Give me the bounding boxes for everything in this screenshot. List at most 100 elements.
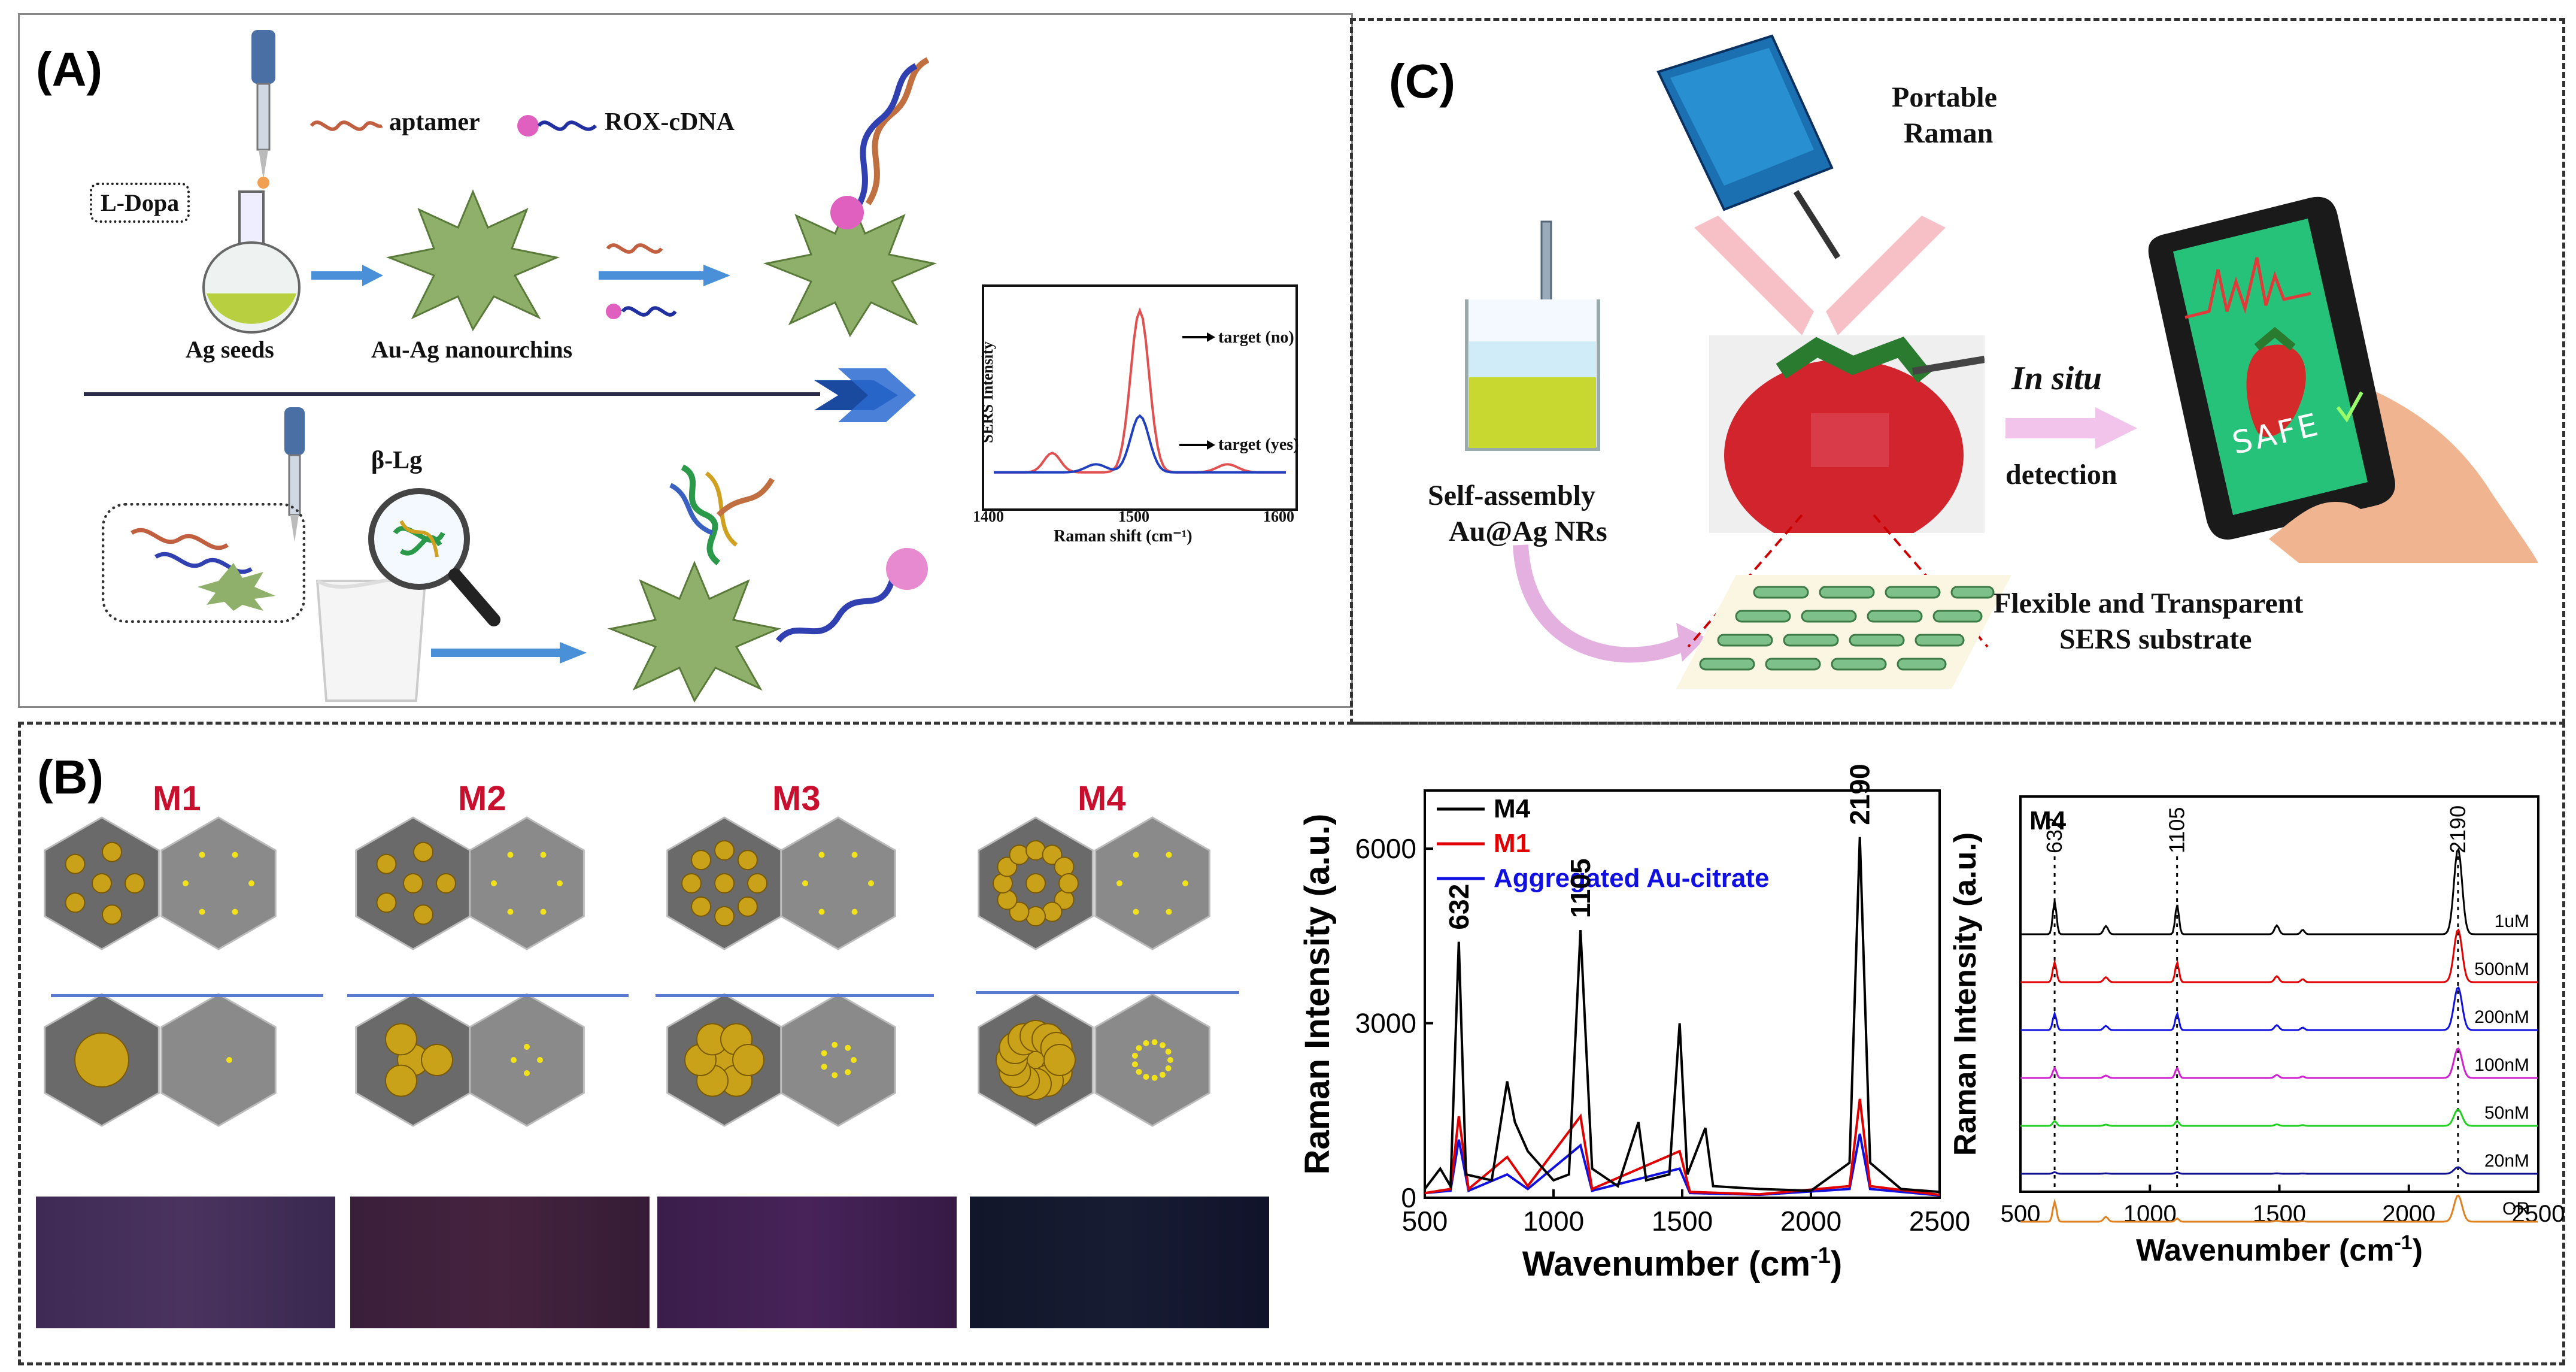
film-photo-m2 <box>350 1197 650 1328</box>
hexagon-9 <box>780 816 896 950</box>
gold-particle <box>747 873 767 894</box>
gold-particle <box>732 1044 764 1076</box>
curved-arrow-icon <box>1513 544 1706 663</box>
magnifier-icon <box>368 488 500 626</box>
yellow-marker <box>1160 1071 1166 1078</box>
series-label-200nm: 200nM <box>2474 1007 2529 1027</box>
aptamer-legend: aptamer <box>389 108 480 136</box>
y-tick-label-6000: 6000 <box>1355 833 1416 864</box>
divider-m1 <box>51 994 323 997</box>
yellow-marker <box>540 852 547 858</box>
yellow-marker <box>818 908 825 915</box>
x-tick-label-500: 500 <box>2001 1201 2041 1227</box>
gold-particle <box>376 853 397 874</box>
panel-a-label: (A) <box>36 43 103 96</box>
series-label-100nm: 100nM <box>2474 1055 2529 1075</box>
series-label-1um: 1uM <box>2495 911 2529 931</box>
gold-particle <box>421 1044 453 1076</box>
series-line-50nm <box>2020 1108 2538 1127</box>
yellow-marker <box>1143 1040 1149 1046</box>
x-tick-label-1500: 1500 <box>1652 1206 1713 1237</box>
in-situ-label: In situ <box>2011 360 2102 397</box>
yellow-marker <box>232 852 238 858</box>
gold-particle <box>681 873 702 894</box>
yellow-marker <box>1133 908 1139 915</box>
yellow-marker <box>248 880 254 886</box>
gold-particle <box>714 840 735 861</box>
arrow-icon <box>431 642 587 664</box>
yellow-marker <box>851 852 858 858</box>
yellow-marker <box>507 908 514 915</box>
inset-legend-yes: target (yes) <box>1218 435 1299 454</box>
flask-icon <box>202 190 301 334</box>
series-line-1um <box>2020 847 2538 935</box>
gold-particle <box>102 841 122 862</box>
complex-icon <box>131 528 275 611</box>
inset-xtick-1400: 1400 <box>973 508 1004 525</box>
yellow-marker <box>821 1050 827 1056</box>
yellow-marker <box>524 1044 530 1050</box>
gold-particle <box>1043 1044 1076 1076</box>
peak-label-2190: 2190 <box>2445 805 2470 853</box>
peak-label-1105: 1105 <box>2165 807 2189 853</box>
inset-xtick-1600: 1600 <box>1263 508 1294 525</box>
yellow-marker <box>1160 1042 1166 1049</box>
gold-particle <box>1058 873 1079 894</box>
x-tick-label-2500: 2500 <box>1909 1206 1970 1237</box>
laser-beam-icon <box>1694 216 1946 335</box>
gold-particle <box>1009 901 1030 922</box>
yellow-marker <box>832 1072 838 1079</box>
arrow-icon <box>2005 407 2137 449</box>
yellow-marker <box>524 1070 530 1076</box>
hexagon-1 <box>160 816 277 950</box>
series-line-500nm <box>2020 928 2538 983</box>
yellow-marker <box>845 1044 851 1051</box>
ag-seeds-label: Ag seeds <box>186 336 274 363</box>
film-photo-m1 <box>36 1197 335 1328</box>
blg-label: β-Lg <box>371 447 423 474</box>
yellow-marker <box>832 1041 838 1048</box>
nanourchin-protein-icon <box>607 464 782 703</box>
gold-particle <box>403 873 423 894</box>
portable-raman-label-2: Raman <box>1904 117 1994 149</box>
yellow-marker <box>1116 880 1122 886</box>
x-tick-label-2000: 2000 <box>1780 1206 1841 1237</box>
yellow-marker <box>1136 1068 1142 1075</box>
divider-m2 <box>347 994 629 997</box>
self-assembly-label-1: Self-assembly <box>1428 480 1595 511</box>
yellow-marker <box>199 908 205 915</box>
gold-particle <box>102 904 122 925</box>
inset-series-yes <box>994 414 1286 474</box>
yellow-marker <box>232 908 238 915</box>
yellow-marker <box>507 852 514 858</box>
yellow-marker <box>1167 1057 1173 1063</box>
chevron-right-icon <box>814 368 916 422</box>
series-line-m4 <box>1424 837 1940 1194</box>
yellow-marker <box>226 1057 232 1063</box>
yellow-marker <box>1166 908 1172 915</box>
x-tick-label-1000: 1000 <box>1523 1206 1584 1237</box>
yellow-marker <box>1143 1074 1149 1080</box>
yellow-marker <box>1133 852 1139 858</box>
x-tick-label-1500: 1500 <box>2253 1201 2306 1227</box>
gold-particle <box>385 1023 417 1056</box>
series-line-20nm <box>2020 1166 2538 1175</box>
strawberry-photo <box>1709 335 1985 533</box>
x-axis-label-tail: ) <box>2413 1233 2423 1268</box>
hexagon-11 <box>780 993 896 1127</box>
nanorod-substrate-icon <box>1676 575 2011 689</box>
yellow-marker <box>845 1069 851 1076</box>
gold-particle <box>737 850 758 871</box>
hexagon-3 <box>160 993 277 1127</box>
series-line-or <box>2020 1194 2538 1223</box>
x-tick-label-1000: 1000 <box>2123 1201 2177 1227</box>
model-label-m2: M2 <box>458 779 506 818</box>
gold-particle <box>413 904 433 925</box>
arrow-icon <box>599 265 730 286</box>
yellow-marker <box>1165 1049 1172 1055</box>
yellow-marker <box>1136 1045 1142 1052</box>
x-tick-label-500: 500 <box>1402 1206 1448 1237</box>
peak-label-632: 632 <box>1443 884 1474 930</box>
released-rox-cdna-icon <box>776 548 928 643</box>
ldopa-label: L-Dopa <box>90 183 190 223</box>
